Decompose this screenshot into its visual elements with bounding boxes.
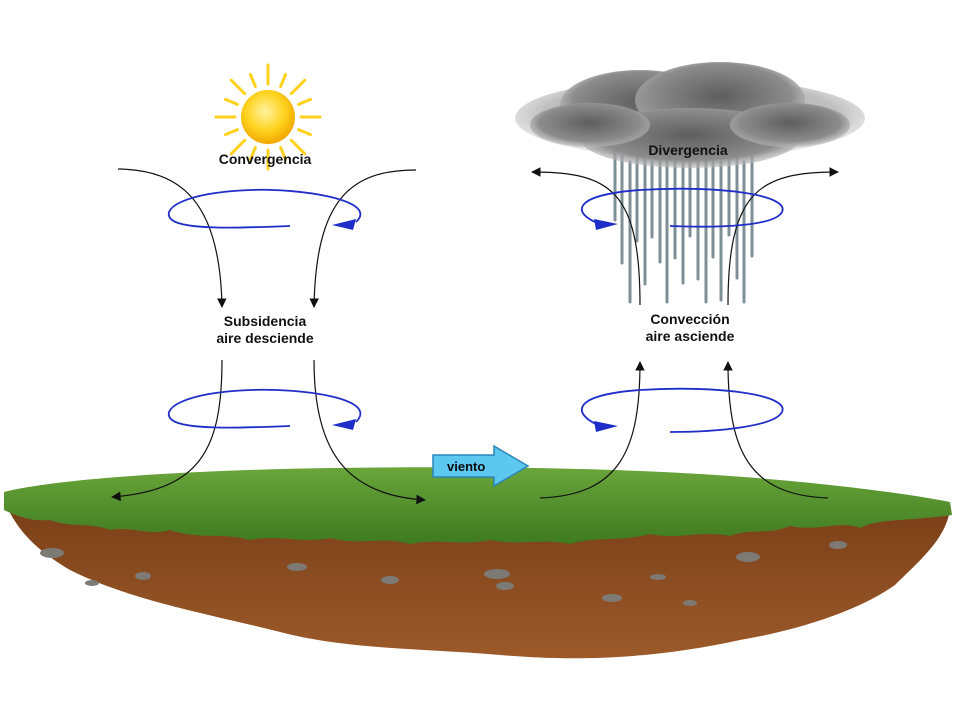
- subsidence-subtitle: aire desciende: [216, 330, 314, 346]
- right-arrow-icon: [432, 444, 530, 488]
- ascending-flow-right-lower: [723, 361, 829, 499]
- convection-flow-lines: [531, 167, 839, 499]
- grass-layer: [4, 467, 952, 544]
- convergence-label: Convergencia: [205, 151, 325, 168]
- descending-flow-left-lower: [111, 359, 223, 502]
- ascending-flow-left-lower: [539, 361, 645, 499]
- descending-flow-left-upper: [117, 168, 227, 308]
- convection-subtitle: aire asciende: [645, 328, 735, 344]
- sun-icon: [214, 63, 322, 171]
- sun-ray: [224, 97, 240, 106]
- circulation-arrowhead-lower-right: [594, 421, 618, 432]
- circulation-ring-lower-right: [581, 387, 784, 433]
- sun-ray: [279, 73, 288, 89]
- subsidence-title: Subsidencia: [223, 313, 307, 329]
- convection-label: Convección aire asciende: [620, 311, 760, 345]
- soil-stones: [40, 541, 847, 606]
- sun-ray: [248, 73, 257, 89]
- sun-ray: [279, 145, 288, 161]
- ascending-flow-left-upper: [531, 167, 641, 306]
- rain-cloud-icon: [515, 62, 865, 304]
- sun-ray: [248, 145, 257, 161]
- sun-ray: [224, 128, 240, 137]
- divergence-label: Divergencia: [628, 142, 748, 159]
- circulation-arrowhead-upper-right: [594, 219, 618, 230]
- ascending-flow-right-upper: [727, 167, 839, 306]
- convergence-text: Convergencia: [218, 151, 312, 167]
- circulation-arrowhead-lower-left: [332, 419, 356, 430]
- sun-ray: [289, 138, 307, 156]
- circulation-arrowhead-upper-left: [332, 219, 356, 230]
- sun-ray: [229, 138, 247, 156]
- circulation-rings-left: [167, 188, 362, 430]
- circulation-ring-upper-left: [167, 188, 362, 229]
- ground-island: [4, 467, 952, 659]
- soil-layer: [6, 505, 950, 659]
- circulation-ring-upper-right: [581, 187, 784, 228]
- convection-title: Convección: [650, 311, 730, 327]
- sun-ray: [296, 97, 312, 106]
- wind-label: viento: [447, 459, 486, 474]
- descending-flow-right-upper: [309, 169, 417, 308]
- subsidence-label: Subsidencia aire desciende: [195, 313, 335, 347]
- sun-ray: [229, 78, 247, 96]
- circulation-rings-right: [581, 187, 784, 433]
- divergence-text: Divergencia: [648, 142, 728, 158]
- sun-ray: [296, 128, 312, 137]
- circulation-ring-lower-left: [167, 388, 362, 429]
- sun-ray: [289, 78, 307, 96]
- descending-flow-right-lower: [313, 359, 426, 505]
